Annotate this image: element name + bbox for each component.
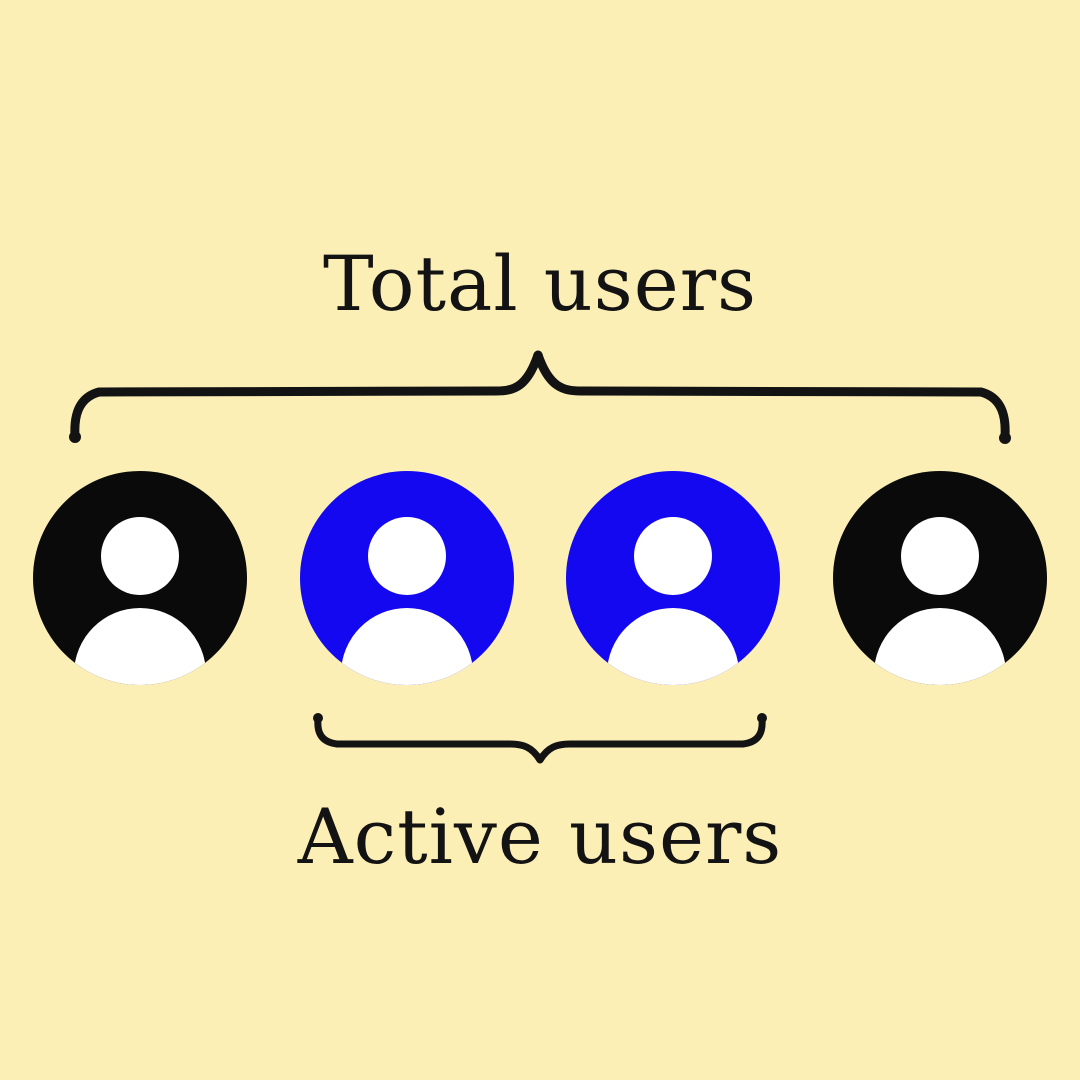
inactive-user-avatar-icon [33,471,247,685]
active-users-brace-icon [313,713,767,764]
total-users-brace-icon [69,350,1011,444]
inactive-user-avatar-icon [832,471,1047,685]
active-user-avatar-icon [299,471,514,685]
total-users-label: Total users [322,239,758,328]
active-user-avatar-icon [566,471,781,685]
active-users-label: Active users [297,792,783,881]
user-icons-row [33,471,1047,685]
